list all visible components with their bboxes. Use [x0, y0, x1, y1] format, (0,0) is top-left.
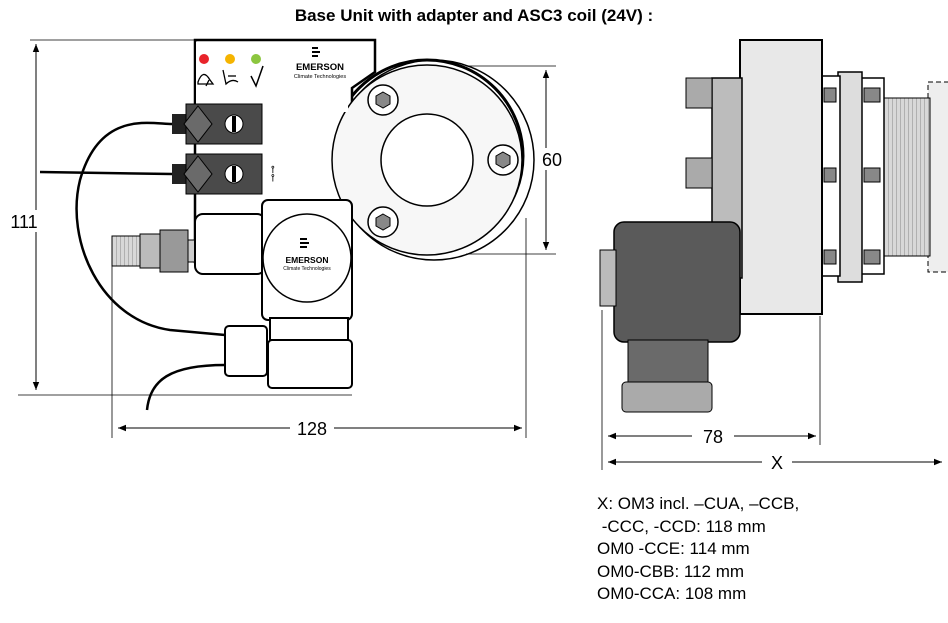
alarm-led	[199, 54, 209, 64]
center-bore	[380, 113, 474, 207]
screw-bottom	[367, 206, 399, 238]
asc3-coil: EMERSON Climate Technologies	[194, 199, 353, 389]
coil-brand-subtitle: Climate Technologies	[283, 266, 331, 272]
diagram-title: Base Unit with adapter and ASC3 coil (24…	[294, 6, 654, 25]
side-coil	[613, 221, 741, 343]
thread-section	[883, 97, 931, 257]
dashed-valve-outline	[927, 81, 948, 273]
brand-subtitle: Climate Technologies	[294, 74, 346, 80]
alarm-bell-icon	[197, 73, 215, 87]
emerson-logo: EMERSON Climate Technologies	[294, 47, 346, 80]
connector-lower	[172, 153, 263, 195]
side-body	[739, 39, 823, 315]
note-line: OM0-CCA: 108 mm	[597, 584, 747, 603]
coil-brand-name: EMERSON	[286, 255, 329, 265]
screw-top	[367, 84, 399, 116]
note-line: -CCC, -CCD: 118 mm	[597, 516, 766, 536]
note-line: OM0-CBB: 112 mm	[597, 561, 745, 581]
screw-right	[487, 144, 519, 176]
inlet-fitting	[111, 229, 197, 273]
solenoid-symbol: ⊸⊸	[268, 165, 279, 182]
warning-led	[225, 54, 235, 64]
brand-name: EMERSON	[296, 62, 344, 73]
checkmark-icon	[250, 65, 264, 88]
dim-width-label: 128	[297, 419, 327, 439]
side-view: 78 X	[599, 39, 948, 473]
dimension-notes: X: OM3 incl. –CUA, –CCB, -CCC, -CCD: 118…	[597, 493, 799, 606]
note-line: OM0 -CCE: 114 mm	[597, 539, 750, 558]
dim-diameter-label: 60	[542, 150, 562, 170]
cable-lower	[39, 170, 173, 176]
base-unit-front-view: EMERSON Climate Technologies ⊸⊸	[6, 38, 570, 439]
dim-total-depth-label: X	[771, 453, 783, 473]
note-line: X: OM3 incl. –CUA, –CCB,	[597, 494, 800, 513]
coil-cable	[145, 363, 226, 411]
warning-bell-icon	[222, 69, 239, 86]
cable-upper	[75, 121, 226, 337]
dim-coil-depth-label: 78	[703, 427, 723, 447]
side-coil-cap	[621, 381, 713, 413]
ok-led	[251, 54, 261, 64]
connector-upper	[172, 103, 263, 145]
dim-height-label: 111	[10, 212, 37, 232]
